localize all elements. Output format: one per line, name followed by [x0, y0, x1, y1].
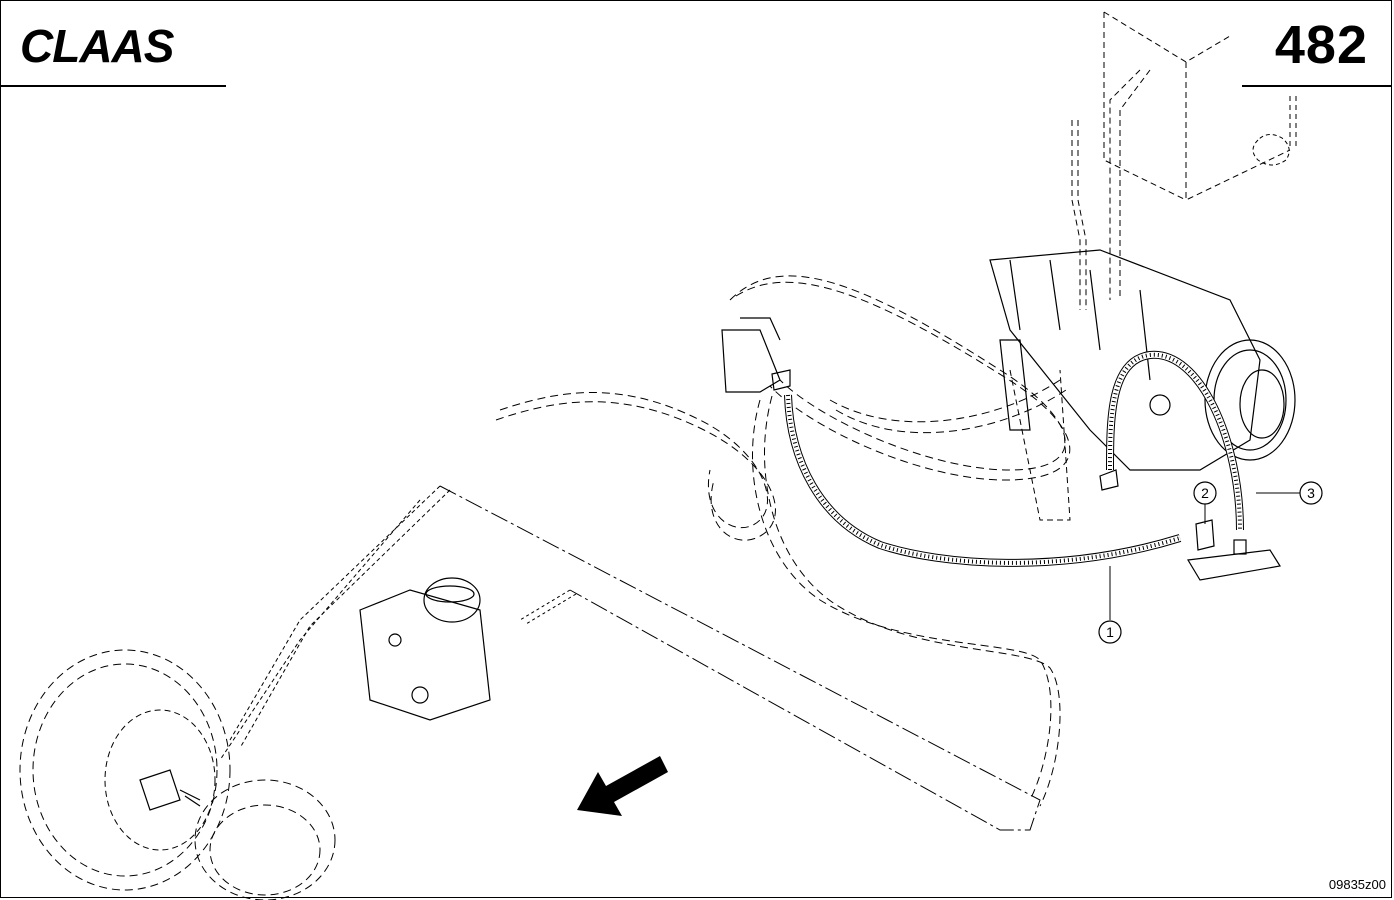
brand-name: CLAAS [20, 20, 175, 72]
callout-1: 1 [1098, 566, 1122, 644]
hose-1-outline [784, 394, 1182, 567]
page-number: 482 [1274, 15, 1368, 75]
reference-code: 09835z00 [1328, 877, 1386, 892]
callout-1-label: 1 [1106, 624, 1114, 640]
claas-logo: CLAAS [20, 20, 176, 72]
hose-1-fill [785, 394, 1181, 566]
callout-2: 2 [1193, 481, 1217, 524]
hose-3-texture [1108, 352, 1242, 531]
dashed-background-lines [19, 11, 1297, 900]
hose-3-fill [1107, 351, 1243, 531]
callout-3: 3 [1256, 481, 1323, 505]
hose-3-outline [1106, 350, 1244, 531]
hydraulic-components [139, 249, 1296, 811]
hose-1-texture [786, 394, 1181, 565]
callout-2-label: 2 [1201, 485, 1209, 501]
callout-3-label: 3 [1307, 485, 1315, 501]
travel-direction-arrow-icon [577, 756, 668, 816]
